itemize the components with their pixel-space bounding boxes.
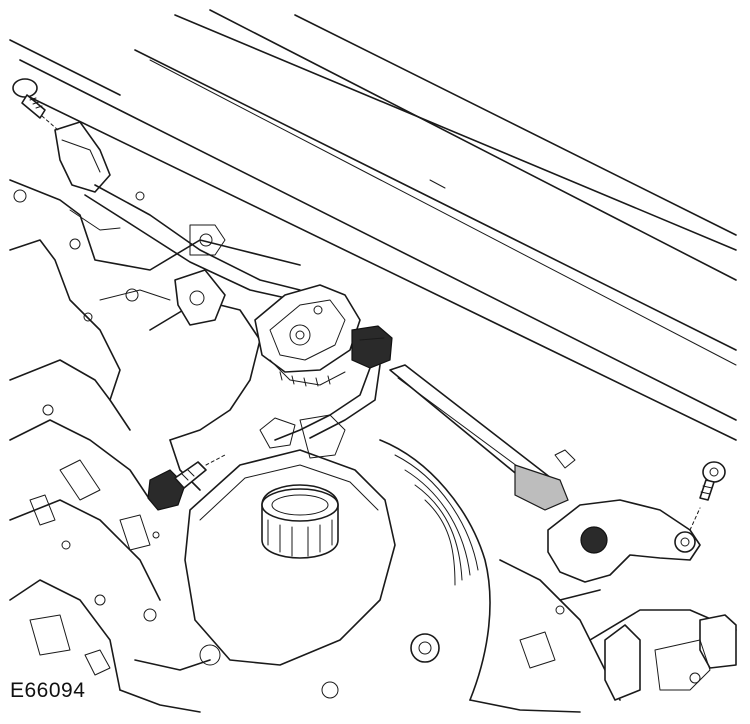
scuttle-panel [9, 179, 301, 691]
wiper-motor [254, 284, 393, 441]
left-bolt [12, 78, 59, 131]
left-wiper-linkage [54, 121, 301, 326]
centre-bolt [147, 454, 226, 511]
right-lower-structure [469, 559, 737, 713]
reservoir-and-booster [184, 414, 491, 701]
right-bolt [699, 461, 726, 501]
figure-code-label: E66094 [10, 679, 86, 702]
windshield-cowl-edges [9, 9, 737, 441]
right-wiper-linkage [389, 364, 701, 583]
left-lower-structure [84, 649, 211, 713]
